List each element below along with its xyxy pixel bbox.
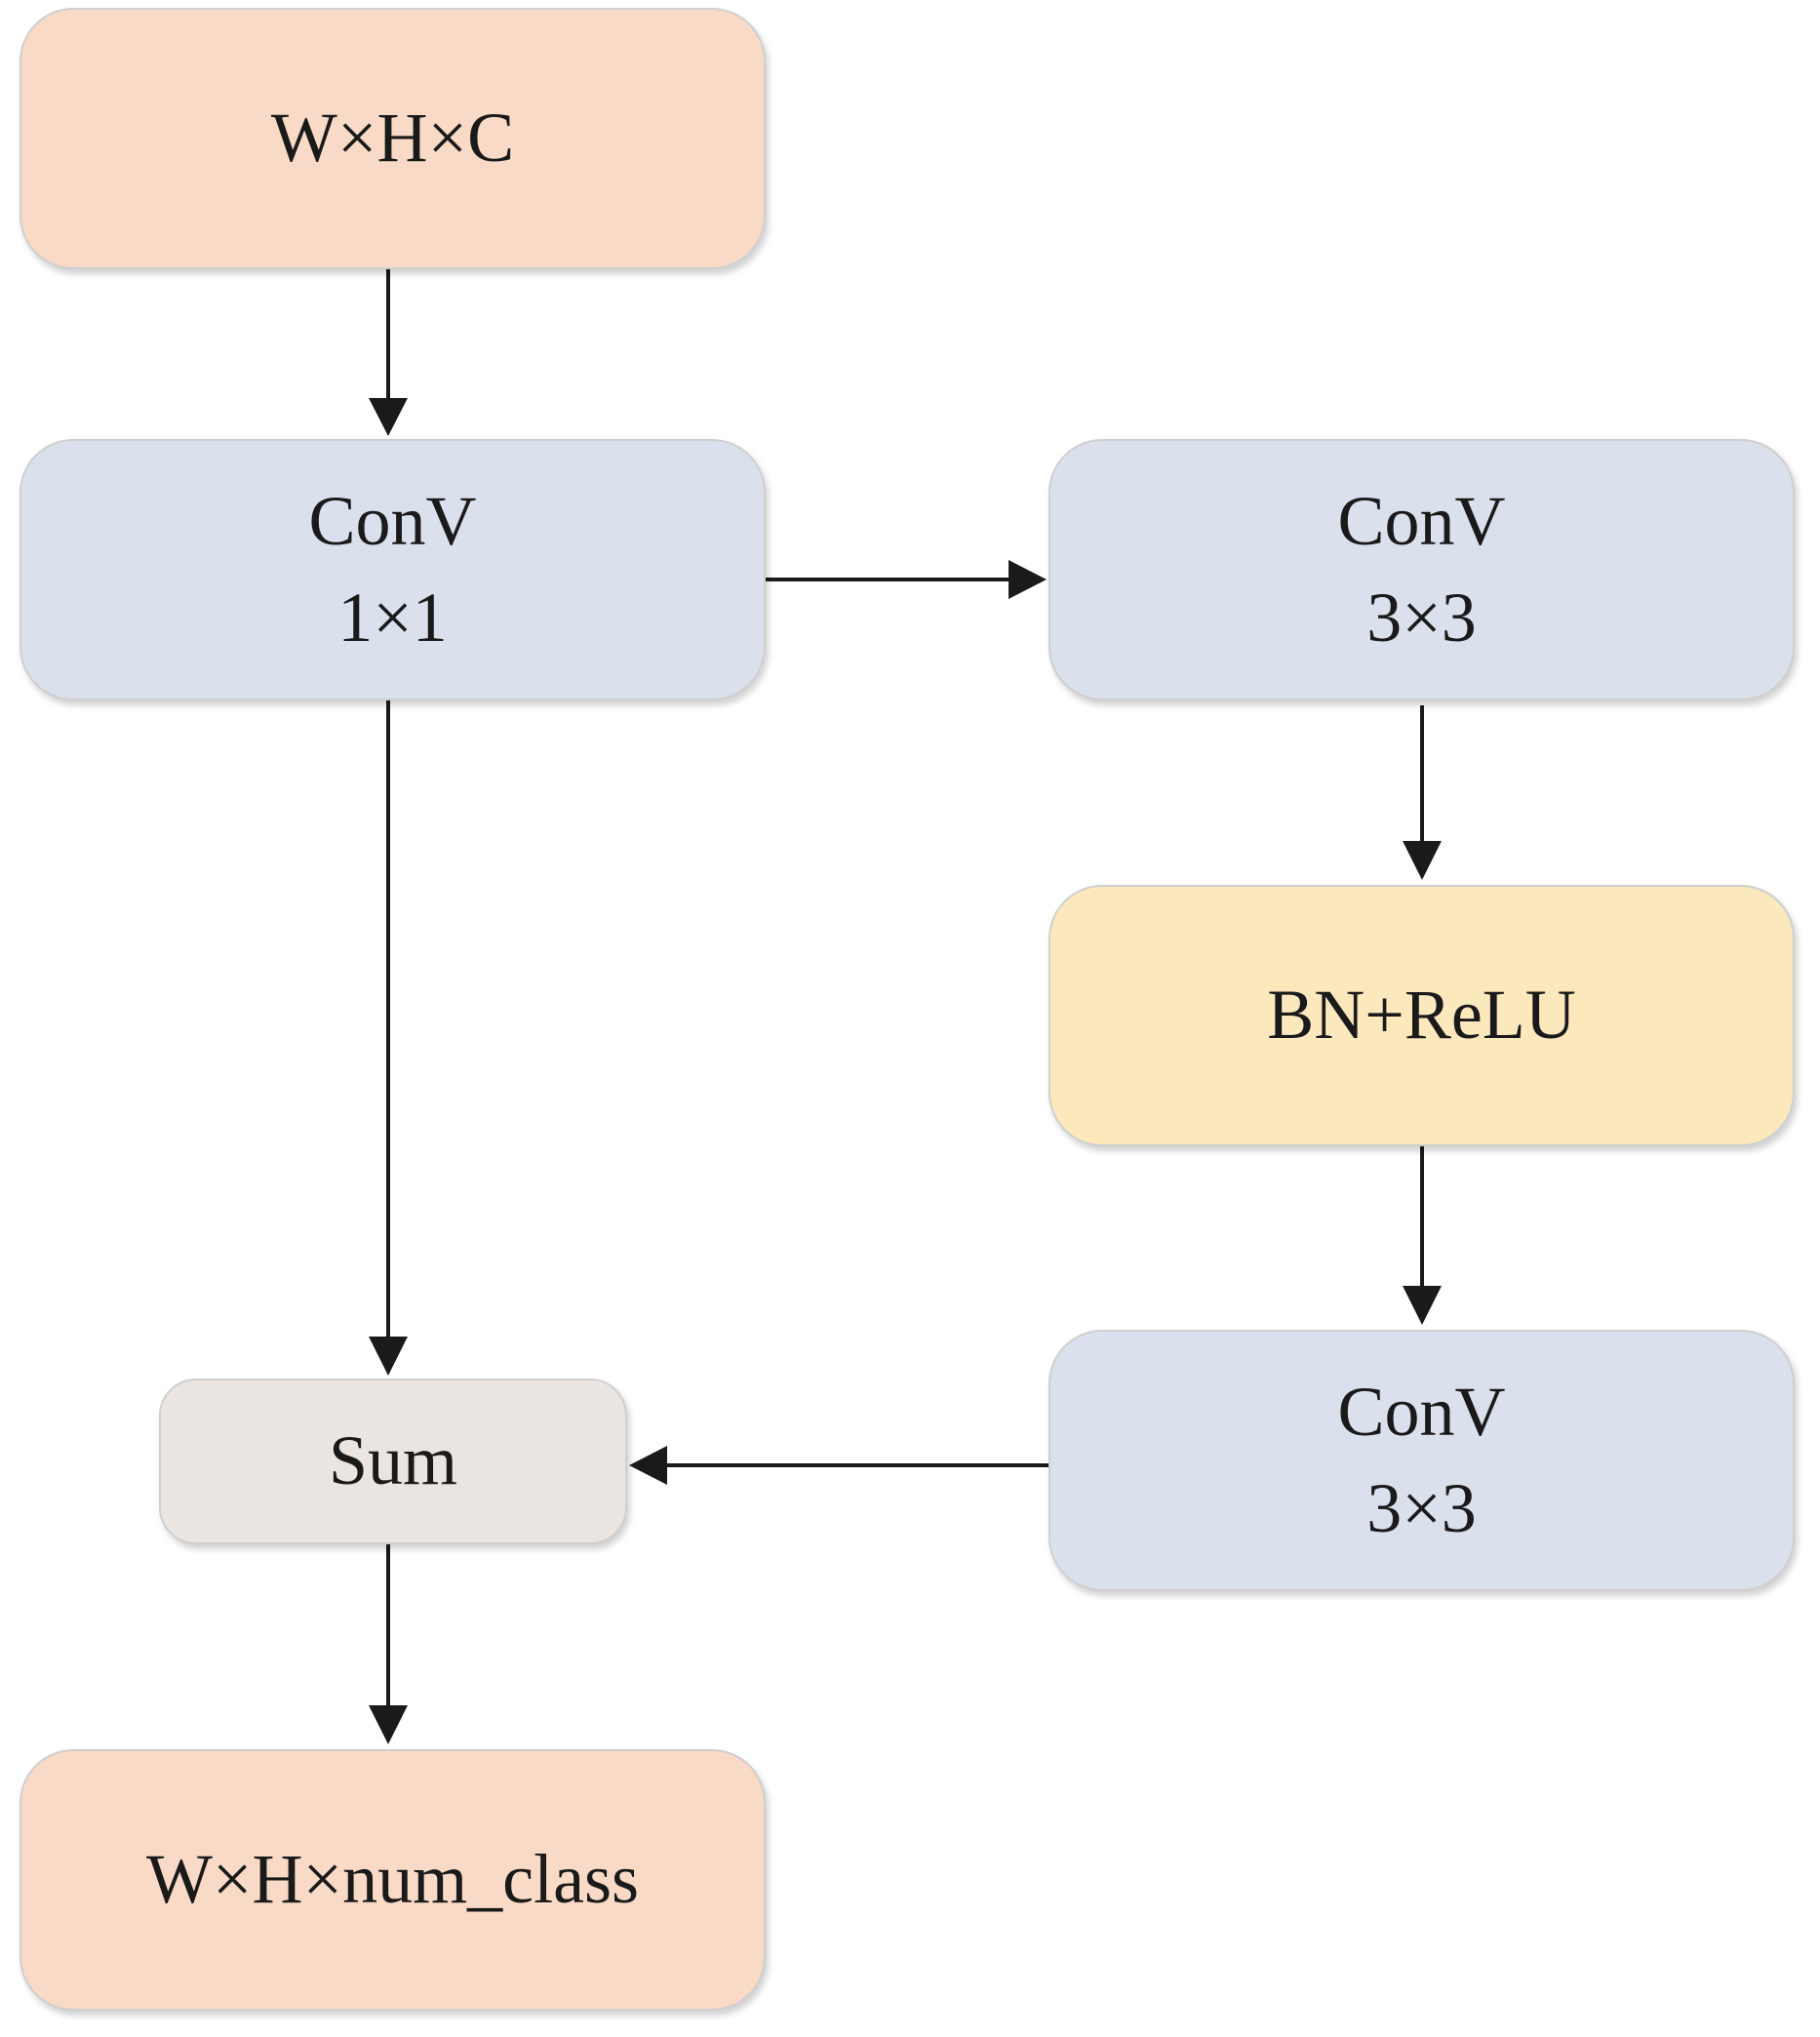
conv-1x1-title: ConV bbox=[308, 481, 477, 560]
conv-3x3-node-b: ConV 3×3 bbox=[1048, 1330, 1795, 1591]
arrow-sum-to-output bbox=[369, 1544, 408, 1744]
conv-3x3-node-a: ConV 3×3 bbox=[1048, 439, 1795, 700]
arrow-conv1-to-conv2 bbox=[766, 560, 1047, 599]
conv-3x3-a-title: ConV bbox=[1337, 481, 1506, 560]
conv-3x3-b-kernel: 3×3 bbox=[1366, 1469, 1477, 1547]
output-node: W×H×num_class bbox=[20, 1749, 766, 2011]
sum-label: Sum bbox=[328, 1421, 458, 1500]
conv-3x3-b-title: ConV bbox=[1337, 1372, 1506, 1451]
conv-1x1-kernel: 1×1 bbox=[337, 579, 448, 657]
conv-1x1-node: ConV 1×1 bbox=[20, 439, 766, 700]
input-node-label: W×H×C bbox=[270, 99, 515, 178]
arrow-conv2-to-bn bbox=[1403, 705, 1442, 880]
bn-relu-label: BN+ReLU bbox=[1267, 976, 1576, 1055]
sum-node: Sum bbox=[159, 1378, 627, 1544]
input-node: W×H×C bbox=[20, 8, 766, 269]
arrow-conv1-to-sum bbox=[369, 700, 408, 1376]
output-node-label: W×H×num_class bbox=[145, 1840, 640, 1919]
arrow-conv3-to-sum bbox=[629, 1446, 1048, 1485]
arrow-input-to-conv1 bbox=[369, 269, 408, 436]
arrow-bn-to-conv3 bbox=[1403, 1141, 1442, 1325]
bn-relu-node: BN+ReLU bbox=[1048, 885, 1795, 1146]
conv-3x3-a-kernel: 3×3 bbox=[1366, 579, 1477, 657]
